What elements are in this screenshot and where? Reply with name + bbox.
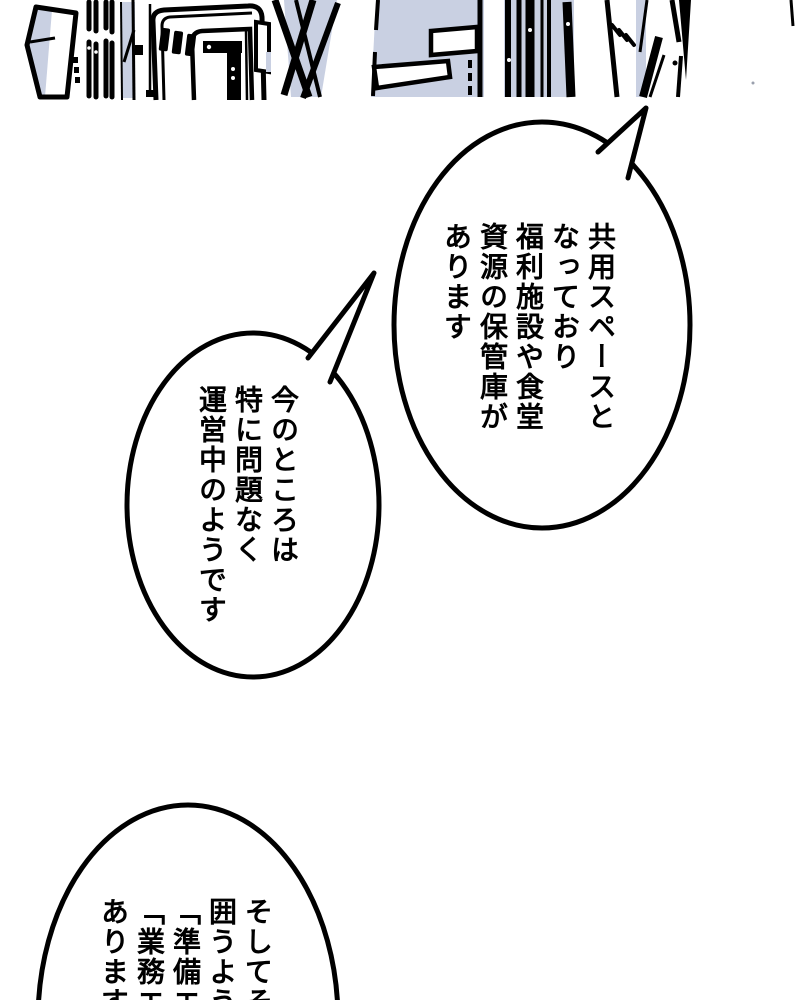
dialogue-line: 「業務エ [133, 897, 166, 1000]
cross-braces [266, 0, 341, 100]
bubble-1-tail [595, 105, 649, 181]
dialogue-line: なっており [548, 222, 581, 372]
striped-tower [504, 0, 576, 98]
splayed-beams [604, 0, 795, 99]
dotted-line [468, 60, 472, 95]
dialogue-line: そしてそ [241, 897, 274, 1000]
dialogue-line: 共用スペースと [584, 222, 617, 432]
dialogue-line: あります [440, 222, 473, 342]
leaning-tower-drawing [24, 4, 79, 100]
speech-bubble-3-shape [36, 802, 340, 1000]
speech-bubble-2-text: 今のところは 特に問題なく 運営中のようです [193, 385, 301, 645]
dialogue-line: 今のところは [267, 385, 300, 565]
bubble-2-tail [305, 270, 377, 385]
shaded-pillar [120, 0, 154, 101]
hatch-ticks [610, 23, 636, 47]
dialogue-line: 運営中のようです [195, 385, 228, 625]
speech-bubble-3-text: そしてそ 囲うよう 「準備エ 「業務エ あります [95, 897, 275, 1000]
striped-pillars [86, 0, 115, 100]
dialogue-line: 福利施設や食堂 [512, 222, 545, 432]
ellipsis-dots [73, 57, 80, 83]
dialogue-line: 「準備エ [169, 897, 202, 1000]
dialogue-line: 資源の保管庫が [476, 222, 509, 432]
dialogue-line: 特に問題なく [231, 385, 264, 565]
speech-bubble-2-shape [124, 270, 382, 680]
speech-bubble-1-text: 共用スペースと なっており 福利施設や食堂 資源の保管庫が あります [438, 222, 618, 457]
dialogue-line: 囲うよう [205, 897, 238, 1000]
inner-structure [203, 30, 249, 101]
wall-panel [371, 0, 484, 97]
building-facade [150, 3, 271, 101]
dialogue-line: あります [97, 897, 130, 1000]
cityscape-illustration [24, 0, 795, 101]
speech-bubble-1-shape [391, 105, 693, 531]
